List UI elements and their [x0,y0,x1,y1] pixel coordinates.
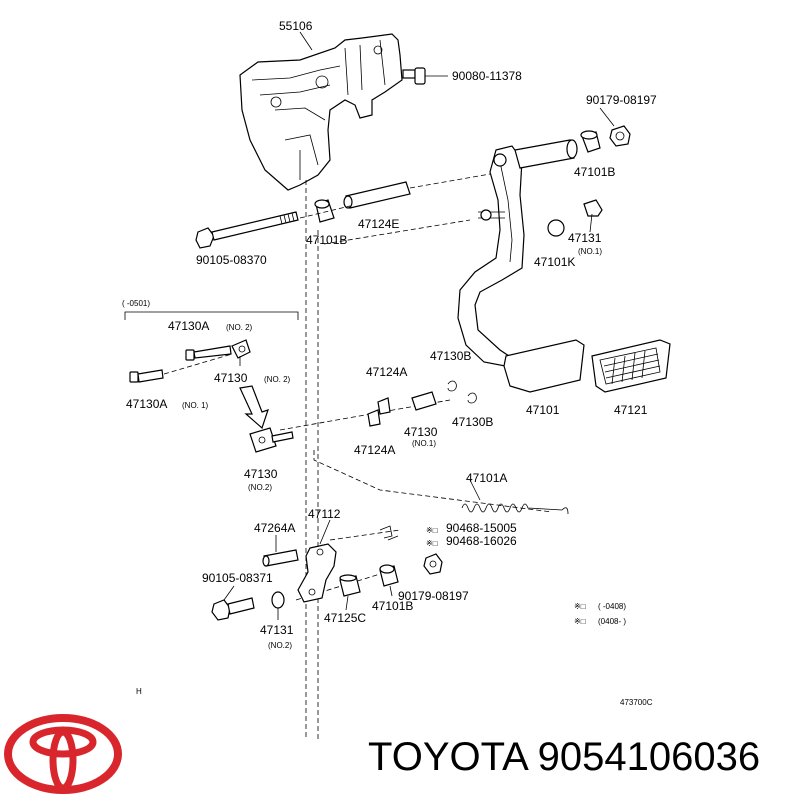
callout-47101: 47101 [526,403,560,417]
pedal-pad-cover-47121 [591,339,671,393]
callout-47121: 47121 [614,403,648,417]
callout-47124A-low: 47124A [354,443,395,457]
callout-47112: 47112 [308,507,341,521]
callout-47130-no2-b-tag: (NO.2) [248,483,272,492]
callout-47101B-top: 47101B [574,165,615,179]
legend-1-marker: ※□ [574,602,586,611]
bushing-47101B-low [379,564,399,587]
callout-47130-no2-a-tag: (NO. 2) [264,375,291,384]
return-spring-47101A [461,503,569,515]
legend-2-text: (0408- ) [598,617,626,626]
brand-part-number: TOYOTA 9054106036 [368,735,761,779]
bolt-90105-08370 [195,211,299,249]
callout-47101B-low: 47101B [372,599,413,613]
callout-47130-no2-b: 47130 [244,467,278,481]
callout-47130-no1-tag: (NO.1) [412,439,436,448]
brake-pedal-arm-47101 [457,139,578,367]
nut-90179-08197-top [609,125,631,147]
nut-90179-08197-low [423,553,443,575]
callout-47131-top: 47131 [568,231,602,245]
bolt-47130A-no2 [185,345,232,361]
bolt-47130A-no1 [129,353,233,383]
callout-47131-top-tag: (NO.1) [578,247,602,256]
callout-90179-08197-top: 90179-08197 [586,93,657,107]
callout-range-0501: ( -0501) [122,299,150,308]
direction-arrow [239,385,269,430]
link-47130-no1 [411,391,437,411]
clip-47130B-low [467,392,477,404]
callout-90080-11378: 90080-11378 [452,69,522,83]
clips-90468 [379,525,399,541]
callout-47131-low: 47131 [260,623,294,637]
callout-55106: 55106 [279,19,313,33]
marker-1: ※□ [426,526,438,535]
lever-47112 [297,543,337,603]
clip-47130B-top [447,380,457,392]
callout-90105-08371: 90105-08371 [202,571,273,585]
bolt-90080-11378 [402,67,448,85]
cushion-47101K [547,219,565,237]
callout-47130A-no1: 47130A [126,397,167,411]
clevis-47130-no2-low [249,427,294,453]
callout-47101A: 47101A [466,471,507,485]
callout-47130A-no2-tag: (NO. 2) [226,323,253,332]
callout-47124E: 47124E [358,217,399,231]
callout-47264A: 47264A [254,521,295,535]
callout-47125C: 47125C [324,611,366,625]
h-marker: H [136,687,142,696]
pedal-pad-47101 [503,339,585,393]
bushing-47101B-mid [314,199,335,223]
callout-47130-no1: 47130 [404,425,438,439]
pin-47124A-low [367,409,381,427]
callout-47130A-no1-tag: (NO. 1) [182,401,209,410]
bolt-90105-08371 [211,597,255,621]
callout-47124A-top: 47124A [366,365,407,379]
pin-47124A-top [377,397,391,415]
range-bracket-0501 [124,311,299,320]
toyota-emblem-icon [4,714,122,794]
assembly-dash-lines [279,173,553,740]
stopper-47131-no1 [583,199,603,217]
pedal-bracket-55106 [239,33,403,191]
callout-47101B-mid: 47101B [306,233,347,247]
collar-47125C [339,574,361,597]
collar-47124E [343,181,411,209]
callout-47101K: 47101K [534,255,575,269]
callout-90468-16026: 90468-16026 [446,534,517,548]
marker-2: ※□ [426,539,438,548]
callout-47130B-top: 47130B [430,349,471,363]
callout-47130B-low: 47130B [452,415,493,429]
pin-47264A [262,549,299,567]
callout-90179-08197-low: 90179-08197 [398,589,469,603]
figure-code: 473700C [620,698,653,707]
callout-90105-08370: 90105-08370 [196,253,267,267]
clevis-47130-no2-top [231,339,251,359]
callout-90468-15005: 90468-15005 [446,521,517,535]
bushing-47101B-top [580,130,601,153]
callout-47131-low-tag: (NO.2) [268,641,292,650]
legend-2-marker: ※□ [574,617,586,626]
callout-47130A-no2: 47130A [168,319,209,333]
callout-47130-no2-a: 47130 [214,371,248,385]
legend-1-text: ( -0408) [598,602,626,611]
leader-lines [223,31,615,620]
stopper-47131-no2 [271,591,285,609]
